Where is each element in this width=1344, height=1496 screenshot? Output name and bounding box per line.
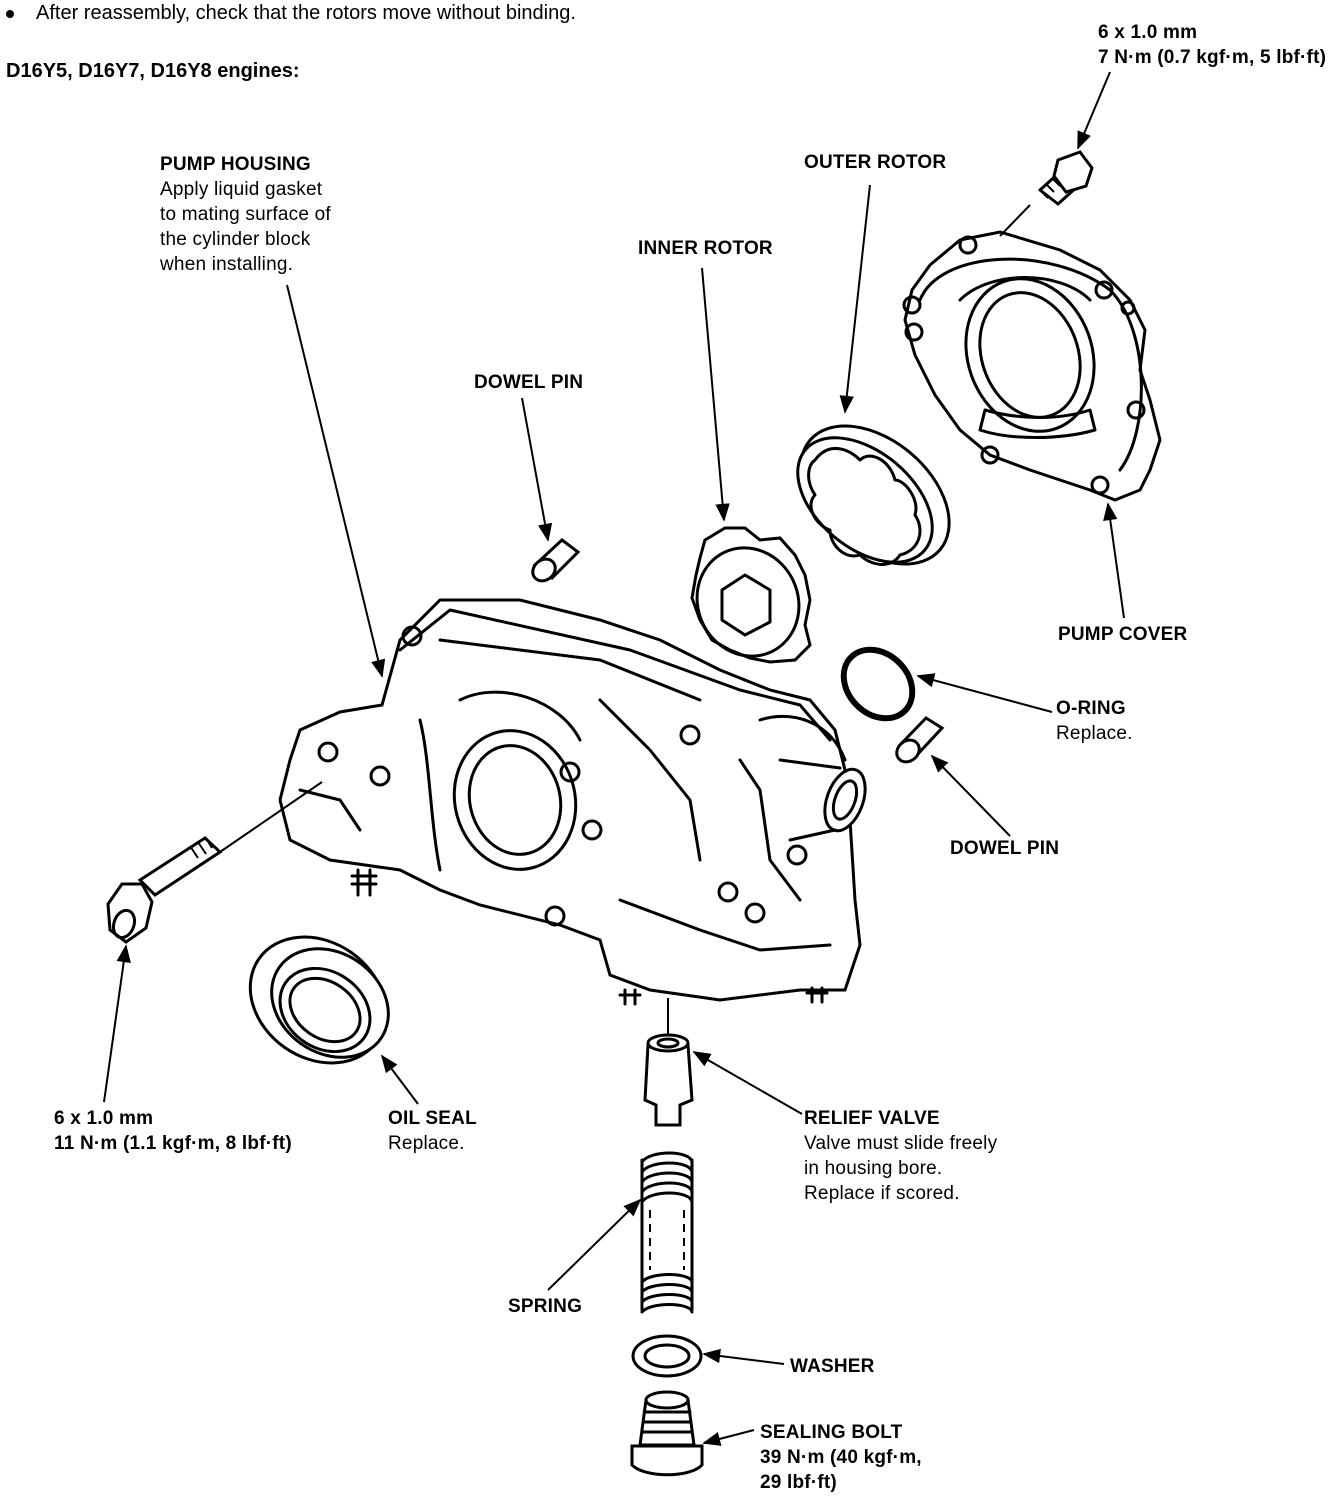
label-dowel-pin-right: DOWEL PIN xyxy=(950,836,1059,861)
outer-rotor-part xyxy=(796,424,951,566)
label-line: when installing. xyxy=(160,254,294,275)
dowel-pin-top-part xyxy=(531,538,581,583)
label-title: RELIEF VALVE xyxy=(804,1108,940,1129)
label-outer-rotor: OUTER ROTOR xyxy=(804,150,946,175)
label-line: the cylinder block xyxy=(160,229,311,250)
label-title: OIL SEAL xyxy=(388,1108,477,1129)
label-title: DOWEL PIN xyxy=(950,838,1060,859)
pump-cover-part xyxy=(902,230,1162,502)
label-line: Apply liquid gasket xyxy=(160,179,323,200)
cover-screw xyxy=(999,150,1094,237)
label-spring: SPRING xyxy=(508,1294,582,1319)
label-line: 6 x 1.0 mm xyxy=(1098,22,1198,43)
label-inner-rotor: INNER ROTOR xyxy=(638,236,773,261)
washer-part xyxy=(631,1334,703,1378)
oil-seal-part xyxy=(248,935,390,1065)
label-pump-housing: PUMP HOUSING Apply liquid gasket to mati… xyxy=(160,152,331,277)
label-line: Replace. xyxy=(388,1133,465,1154)
leader-lines xyxy=(103,71,1125,1446)
label-line: Valve must slide freely xyxy=(804,1133,998,1154)
label-pump-cover: PUMP COVER xyxy=(1058,622,1187,647)
relief-valve-part xyxy=(643,998,694,1127)
label-line: 29 lbf·ft) xyxy=(760,1472,837,1493)
label-title: PUMP COVER xyxy=(1058,624,1188,645)
label-washer: WASHER xyxy=(790,1354,875,1379)
label-o-ring: O-RING Replace. xyxy=(1056,696,1133,746)
o-ring-part xyxy=(840,646,916,722)
label-line: 7 N·m (0.7 kgf·m, 5 lbf·ft) xyxy=(1098,47,1327,68)
spring-part xyxy=(640,1151,694,1314)
label-title: SEALING BOLT xyxy=(760,1422,903,1443)
label-top-bolt: 6 x 1.0 mm 7 N·m (0.7 kgf·m, 5 lbf·ft) xyxy=(1098,20,1326,70)
pump-housing-part xyxy=(278,598,867,1006)
label-dowel-pin-top: DOWEL PIN xyxy=(474,370,583,395)
inner-rotor-part xyxy=(690,526,812,664)
label-oil-seal: OIL SEAL Replace. xyxy=(388,1106,477,1156)
dowel-pin-right-part xyxy=(895,716,945,764)
label-line: to mating surface of xyxy=(160,204,331,225)
label-relief-valve: RELIEF VALVE Valve must slide freely in … xyxy=(804,1106,997,1206)
bullet-icon xyxy=(6,10,14,18)
label-sealing-bolt: SEALING BOLT 39 N·m (40 kgf·m, 29 lbf·ft… xyxy=(760,1420,922,1495)
label-line: Replace. xyxy=(1056,723,1133,744)
label-title: WASHER xyxy=(790,1356,875,1377)
engine-heading: D16Y5, D16Y7, D16Y8 engines: xyxy=(6,60,300,82)
reassembly-note: After reassembly, check that the rotors … xyxy=(6,2,576,25)
note-text: After reassembly, check that the rotors … xyxy=(36,2,576,24)
label-line: 11 N·m (1.1 kgf·m, 8 lbf·ft) xyxy=(54,1133,292,1154)
housing-bolt-part xyxy=(106,781,323,944)
label-title: INNER ROTOR xyxy=(638,238,773,259)
label-line: Replace if scored. xyxy=(804,1183,960,1204)
label-title: O-RING xyxy=(1056,698,1126,719)
label-title: PUMP HOUSING xyxy=(160,154,311,175)
label-line: in housing bore. xyxy=(804,1158,943,1179)
label-title: DOWEL PIN xyxy=(474,372,584,393)
label-line: 6 x 1.0 mm xyxy=(54,1108,154,1129)
label-title: OUTER ROTOR xyxy=(804,152,947,173)
label-line: 39 N·m (40 kgf·m, xyxy=(760,1447,922,1468)
label-bottom-bolt: 6 x 1.0 mm 11 N·m (1.1 kgf·m, 8 lbf·ft) xyxy=(54,1106,292,1156)
sealing-bolt-part xyxy=(630,1390,704,1477)
label-title: SPRING xyxy=(508,1296,583,1317)
